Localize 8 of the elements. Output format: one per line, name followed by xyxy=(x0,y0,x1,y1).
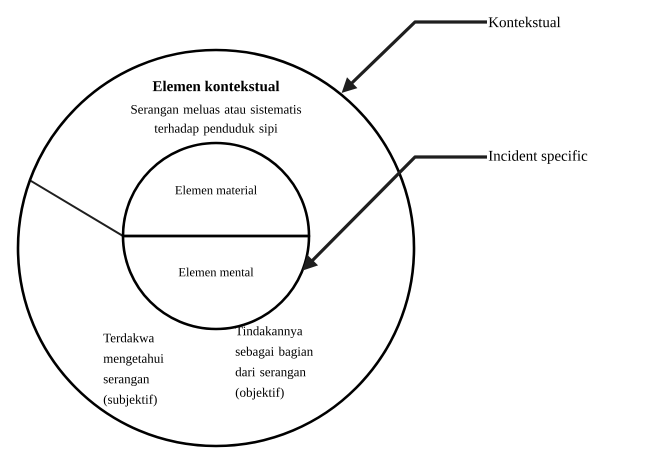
region-label: Elemen material xyxy=(175,186,257,194)
text-label: Terdakwa mengetahui serangan (subjektif) xyxy=(103,333,164,406)
heading: Elemen kontekstual xyxy=(152,80,280,92)
callout-text: Incident specific xyxy=(488,150,588,164)
description: Serangan meluas atau sistematis terhadap penduduk sipi xyxy=(131,104,302,136)
callout-text: Kontekstual xyxy=(488,16,560,28)
text-label: Tindakannya sebagai bagian dari serangan (objektif) xyxy=(235,326,313,400)
region-label: Elemen mental xyxy=(178,268,254,276)
